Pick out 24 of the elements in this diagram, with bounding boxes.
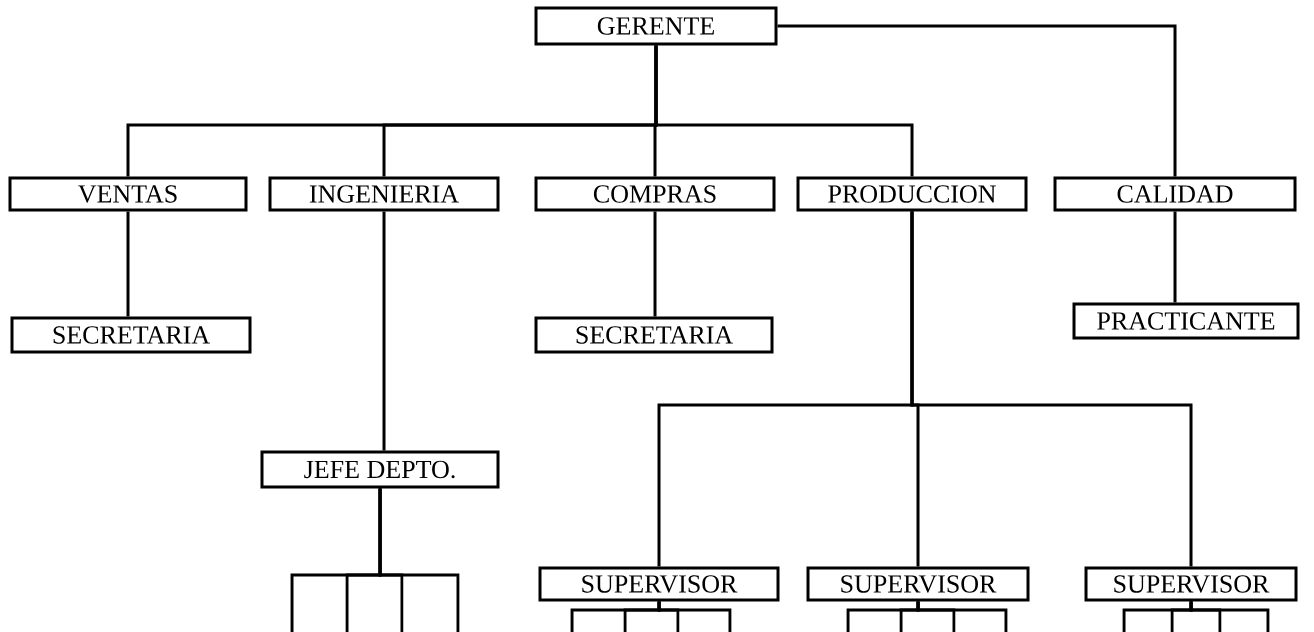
connector-line	[657, 601, 732, 632]
connector-line	[1173, 211, 1177, 303]
org-box: INGENIERIA	[268, 176, 500, 212]
org-box: JEFE DEPTO.	[260, 450, 500, 489]
org-box: COMPRAS	[534, 176, 776, 212]
org-box: PRODUCCION	[796, 176, 1028, 212]
connector-line	[654, 45, 914, 177]
org-box: GERENTE	[534, 6, 778, 46]
connector-line	[653, 211, 657, 317]
org-box: SUPERVISOR	[538, 566, 780, 602]
org-box: SUPERVISOR	[806, 566, 1030, 602]
org-box: VENTAS	[8, 176, 248, 212]
connector-line	[126, 211, 130, 317]
connector-line	[378, 488, 460, 632]
connector-line	[916, 601, 1008, 632]
connector-line	[382, 211, 386, 451]
org-box: SUPERVISOR	[1084, 566, 1298, 602]
org-box: CALIDAD	[1053, 176, 1297, 212]
org-box: PRACTICANTE	[1072, 302, 1300, 340]
connector-line	[910, 211, 1193, 567]
org-box: SECRETARIA	[10, 316, 252, 354]
connector-line	[1189, 601, 1270, 632]
connector-line	[777, 24, 1177, 177]
org-box: SECRETARIA	[534, 316, 774, 354]
